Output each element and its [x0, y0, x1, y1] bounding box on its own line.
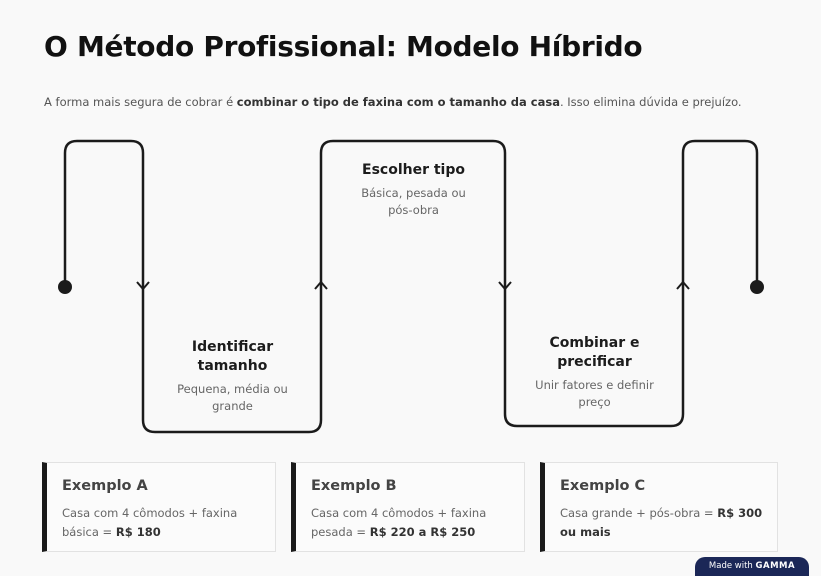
example-title: Exemplo C — [560, 478, 646, 494]
arrow-down-icon — [498, 281, 512, 291]
example-card-a: Exemplo A Casa com 4 cômodos + faxina bá… — [42, 462, 276, 552]
step-identificar: Identificar tamanho Pequena, média ou gr… — [155, 338, 310, 415]
example-title: Exemplo B — [311, 478, 397, 494]
page-title: O Método Profissional: Modelo Híbrido — [44, 30, 643, 63]
step-combinar: Combinar e precificar Unir fatores e def… — [517, 334, 672, 411]
flow-line — [63, 139, 759, 434]
subtitle-prefix: A forma mais segura de cobrar é — [44, 95, 237, 109]
example-price: R$ 180 — [115, 525, 161, 539]
arrow-up-icon — [676, 280, 690, 290]
arrow-down-icon — [136, 281, 150, 291]
subtitle-bold: combinar o tipo de faxina com o tamanho … — [236, 95, 560, 109]
step-desc: Unir fatores e definir preço — [535, 378, 654, 409]
subtitle-suffix: . Isso elimina dúvida e prejuízo. — [559, 95, 742, 109]
example-text: Casa com 4 cômodos + faxina básica = R$ … — [62, 506, 238, 539]
step-desc: Básica, pesada ou pós-obra — [361, 186, 466, 217]
step-title: Escolher tipo — [362, 162, 465, 178]
gamma-logo: GAMMA — [755, 561, 796, 571]
example-text: Casa grande + pós-obra = R$ 300 ou mais — [560, 506, 763, 539]
example-price: R$ 220 a R$ 250 — [369, 525, 476, 539]
example-price: R$ 300 ou mais — [560, 506, 763, 539]
step-title: Combinar e precificar — [549, 335, 640, 370]
subtitle: A forma mais segura de cobrar é combinar… — [44, 95, 742, 109]
process-flow-path — [58, 139, 764, 434]
step-escolher: Escolher tipo Básica, pesada ou pós-obra — [333, 161, 494, 219]
arrow-up-icon — [314, 280, 328, 290]
example-card-c: Exemplo C Casa grande + pós-obra = R$ 30… — [540, 462, 778, 552]
step-title: Identificar tamanho — [191, 339, 274, 374]
made-with-gamma-badge[interactable]: Made with GAMMA — [695, 557, 809, 576]
flow-start-dot — [58, 280, 72, 294]
flow-end-dot — [750, 280, 764, 294]
example-title: Exemplo A — [62, 478, 148, 494]
step-desc: Pequena, média ou grande — [177, 382, 288, 413]
example-text: Casa com 4 cômodos + faxina pesada = R$ … — [311, 506, 487, 539]
example-card-b: Exemplo B Casa com 4 cômodos + faxina pe… — [291, 462, 525, 552]
